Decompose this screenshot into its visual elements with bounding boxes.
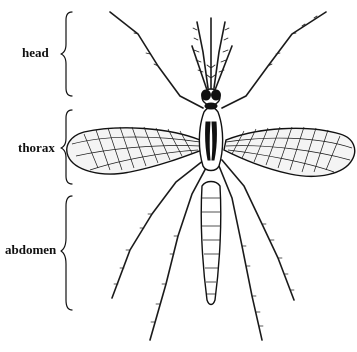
head-brace <box>61 12 72 96</box>
head <box>202 89 221 109</box>
label-abdomen: abdomen <box>5 242 57 257</box>
mid-right-leg <box>222 160 294 300</box>
mid-left-leg <box>112 160 204 298</box>
right-wing <box>224 127 355 176</box>
front-left-leg <box>110 12 203 108</box>
front-right-leg <box>222 12 326 108</box>
label-thorax: thorax <box>18 140 55 155</box>
abdomen-brace <box>61 196 72 310</box>
left-wing <box>67 127 202 174</box>
thorax <box>199 108 222 171</box>
antennae-and-proboscis <box>192 18 232 90</box>
hind-right-leg <box>219 166 262 340</box>
hind-left-leg <box>150 166 207 340</box>
label-head: head <box>22 45 50 60</box>
abdomen <box>201 182 221 305</box>
